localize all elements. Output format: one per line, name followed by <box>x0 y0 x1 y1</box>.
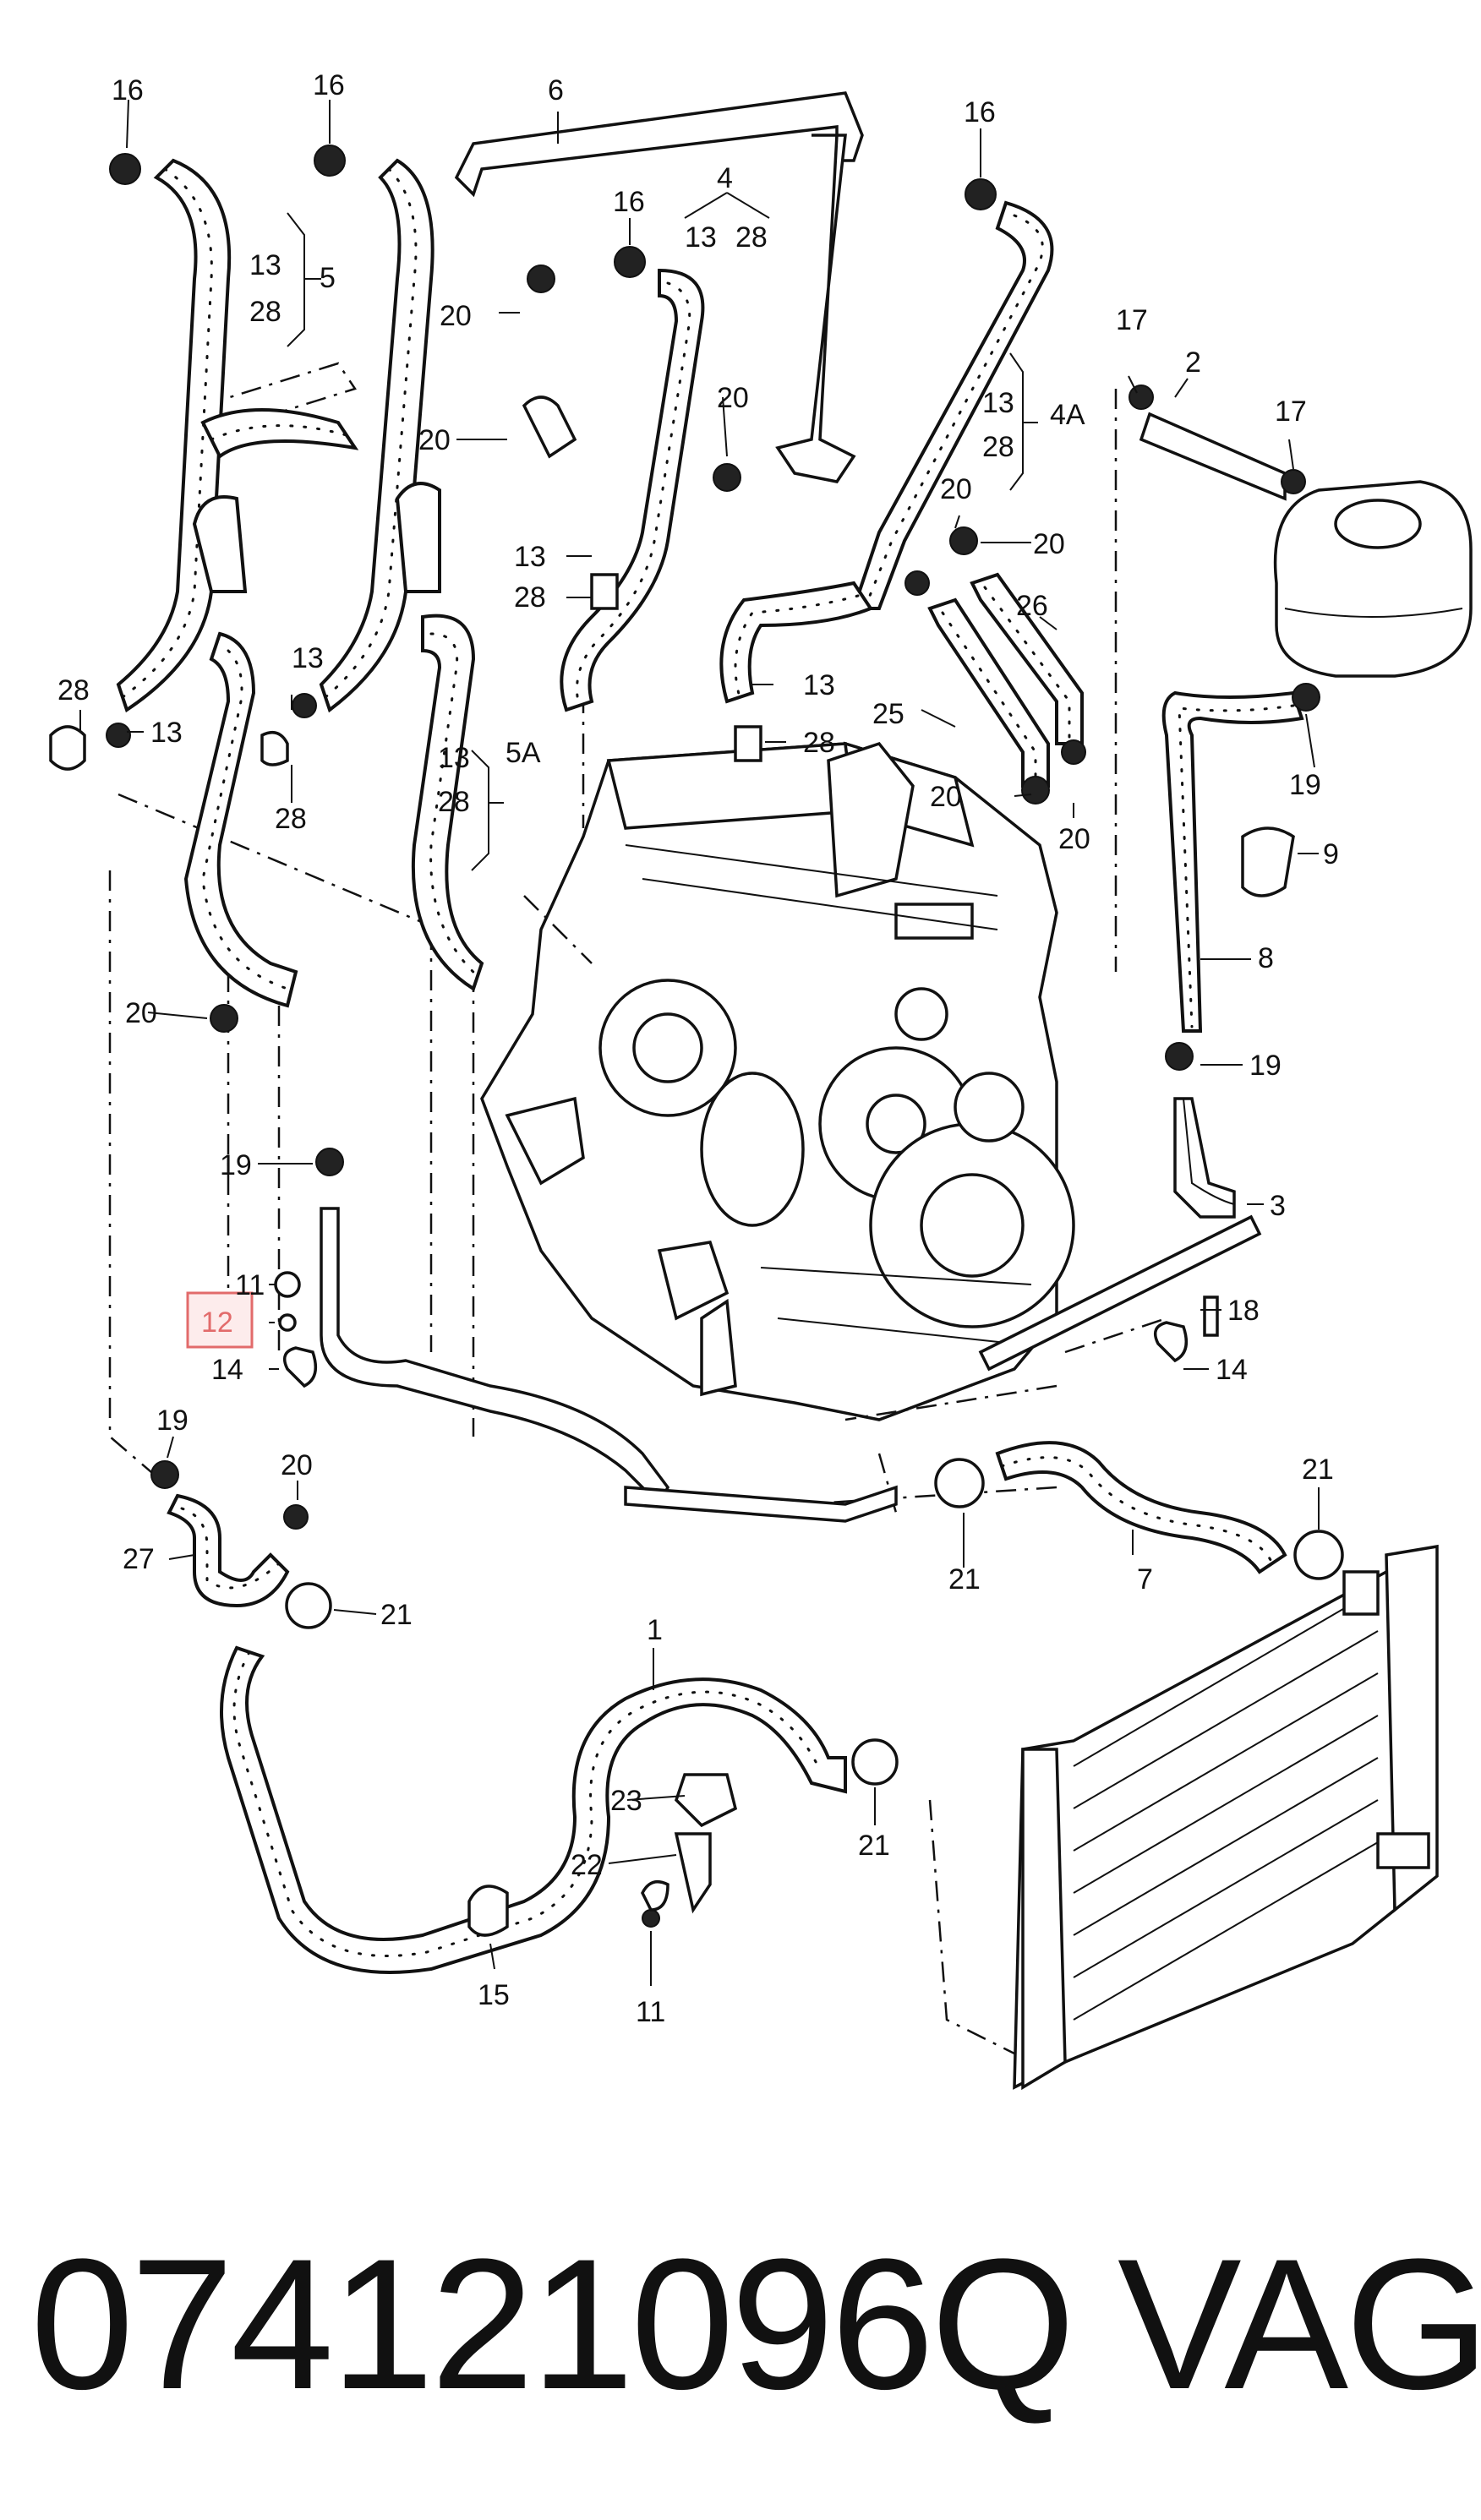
callout-5: 5 <box>320 262 336 294</box>
hose-clamps <box>49 145 1344 1937</box>
callout-21-a: 21 <box>380 1599 413 1631</box>
expansion-tank <box>1273 480 1473 678</box>
callout-20-c: 20 <box>717 382 749 414</box>
callout-4A: 4A <box>1050 399 1085 431</box>
callout-19-c: 19 <box>220 1149 252 1181</box>
callout-20-f: 20 <box>930 781 962 813</box>
callout-20-e: 20 <box>1033 528 1065 560</box>
brand-text: VAG <box>1118 2220 1481 2428</box>
callout-20-a: 20 <box>440 300 472 332</box>
callout-16-b: 16 <box>313 69 345 101</box>
callout-28-e: 28 <box>803 727 835 759</box>
callout-28-g: 28 <box>438 786 470 818</box>
callout-13-a: 13 <box>685 221 717 254</box>
callout-21-c: 21 <box>1302 1454 1334 1486</box>
callout-21-b: 21 <box>948 1563 981 1595</box>
leader-lines <box>79 99 1320 1986</box>
callout-28-b: 28 <box>249 296 281 328</box>
callout-25: 25 <box>872 698 904 730</box>
callout-18: 18 <box>1227 1295 1260 1327</box>
callout-19-d: 19 <box>156 1405 189 1437</box>
callout-28-f: 28 <box>57 674 90 706</box>
callout-23: 23 <box>610 1785 642 1817</box>
callout-17-a: 17 <box>1116 304 1148 336</box>
callout-12: 12 <box>201 1306 233 1339</box>
callout-20-g: 20 <box>1058 823 1090 855</box>
callout-9: 9 <box>1323 838 1339 870</box>
callout-27: 27 <box>123 1543 155 1575</box>
callout-14-b: 14 <box>1216 1354 1248 1386</box>
callout-22: 22 <box>571 1849 603 1881</box>
highlighted-callout-box <box>186 1291 254 1349</box>
callout-20-i: 20 <box>281 1449 313 1481</box>
callout-13-g: 13 <box>292 642 324 674</box>
callout-28-d: 28 <box>982 431 1014 463</box>
callout-20-b: 20 <box>418 424 451 456</box>
callout-20-h: 20 <box>125 997 157 1029</box>
part-number-text: 074121096Q <box>30 2220 1075 2428</box>
callout-11-a: 11 <box>235 1269 265 1301</box>
callout-20-d: 20 <box>940 473 972 505</box>
callout-19-a: 19 <box>1289 769 1321 801</box>
callout-28-a: 28 <box>735 221 768 254</box>
callout-13-c: 13 <box>514 541 546 573</box>
callout-7: 7 <box>1137 1563 1153 1595</box>
callout-13-d: 13 <box>982 387 1014 419</box>
callout-13-b: 13 <box>249 249 281 281</box>
callout-13-h: 13 <box>438 742 470 774</box>
callout-17-b: 17 <box>1275 395 1307 428</box>
callout-4: 4 <box>717 162 733 194</box>
callout-16-a: 16 <box>112 74 144 106</box>
callout-16-c: 16 <box>613 186 645 218</box>
callout-2: 2 <box>1185 346 1201 379</box>
callout-11-b: 11 <box>636 1996 665 2028</box>
callout-5A: 5A <box>506 737 541 769</box>
radiator <box>1013 1544 1439 2091</box>
callout-15: 15 <box>478 1979 510 2011</box>
hoses <box>116 91 1304 1974</box>
callout-13-f: 13 <box>150 717 183 749</box>
callout-14-a: 14 <box>211 1354 243 1386</box>
callout-3: 3 <box>1270 1190 1286 1222</box>
callout-16-d: 16 <box>964 96 996 128</box>
coolant-pipe-2 <box>1139 412 1287 501</box>
callout-19-b: 19 <box>1249 1050 1282 1082</box>
callout-labels: 16 16 6 16 16 4 13 28 13 5 28 20 20 20 1… <box>57 69 1339 2028</box>
engine-block-illustration <box>480 741 1075 1421</box>
callout-1: 1 <box>647 1614 663 1646</box>
callout-28-c: 28 <box>514 581 546 614</box>
callout-26: 26 <box>1016 590 1048 622</box>
callout-6: 6 <box>548 74 564 106</box>
callout-8: 8 <box>1258 942 1274 974</box>
callout-21-d: 21 <box>858 1830 890 1862</box>
callout-28-h: 28 <box>275 803 307 835</box>
callout-13-e: 13 <box>803 669 835 701</box>
